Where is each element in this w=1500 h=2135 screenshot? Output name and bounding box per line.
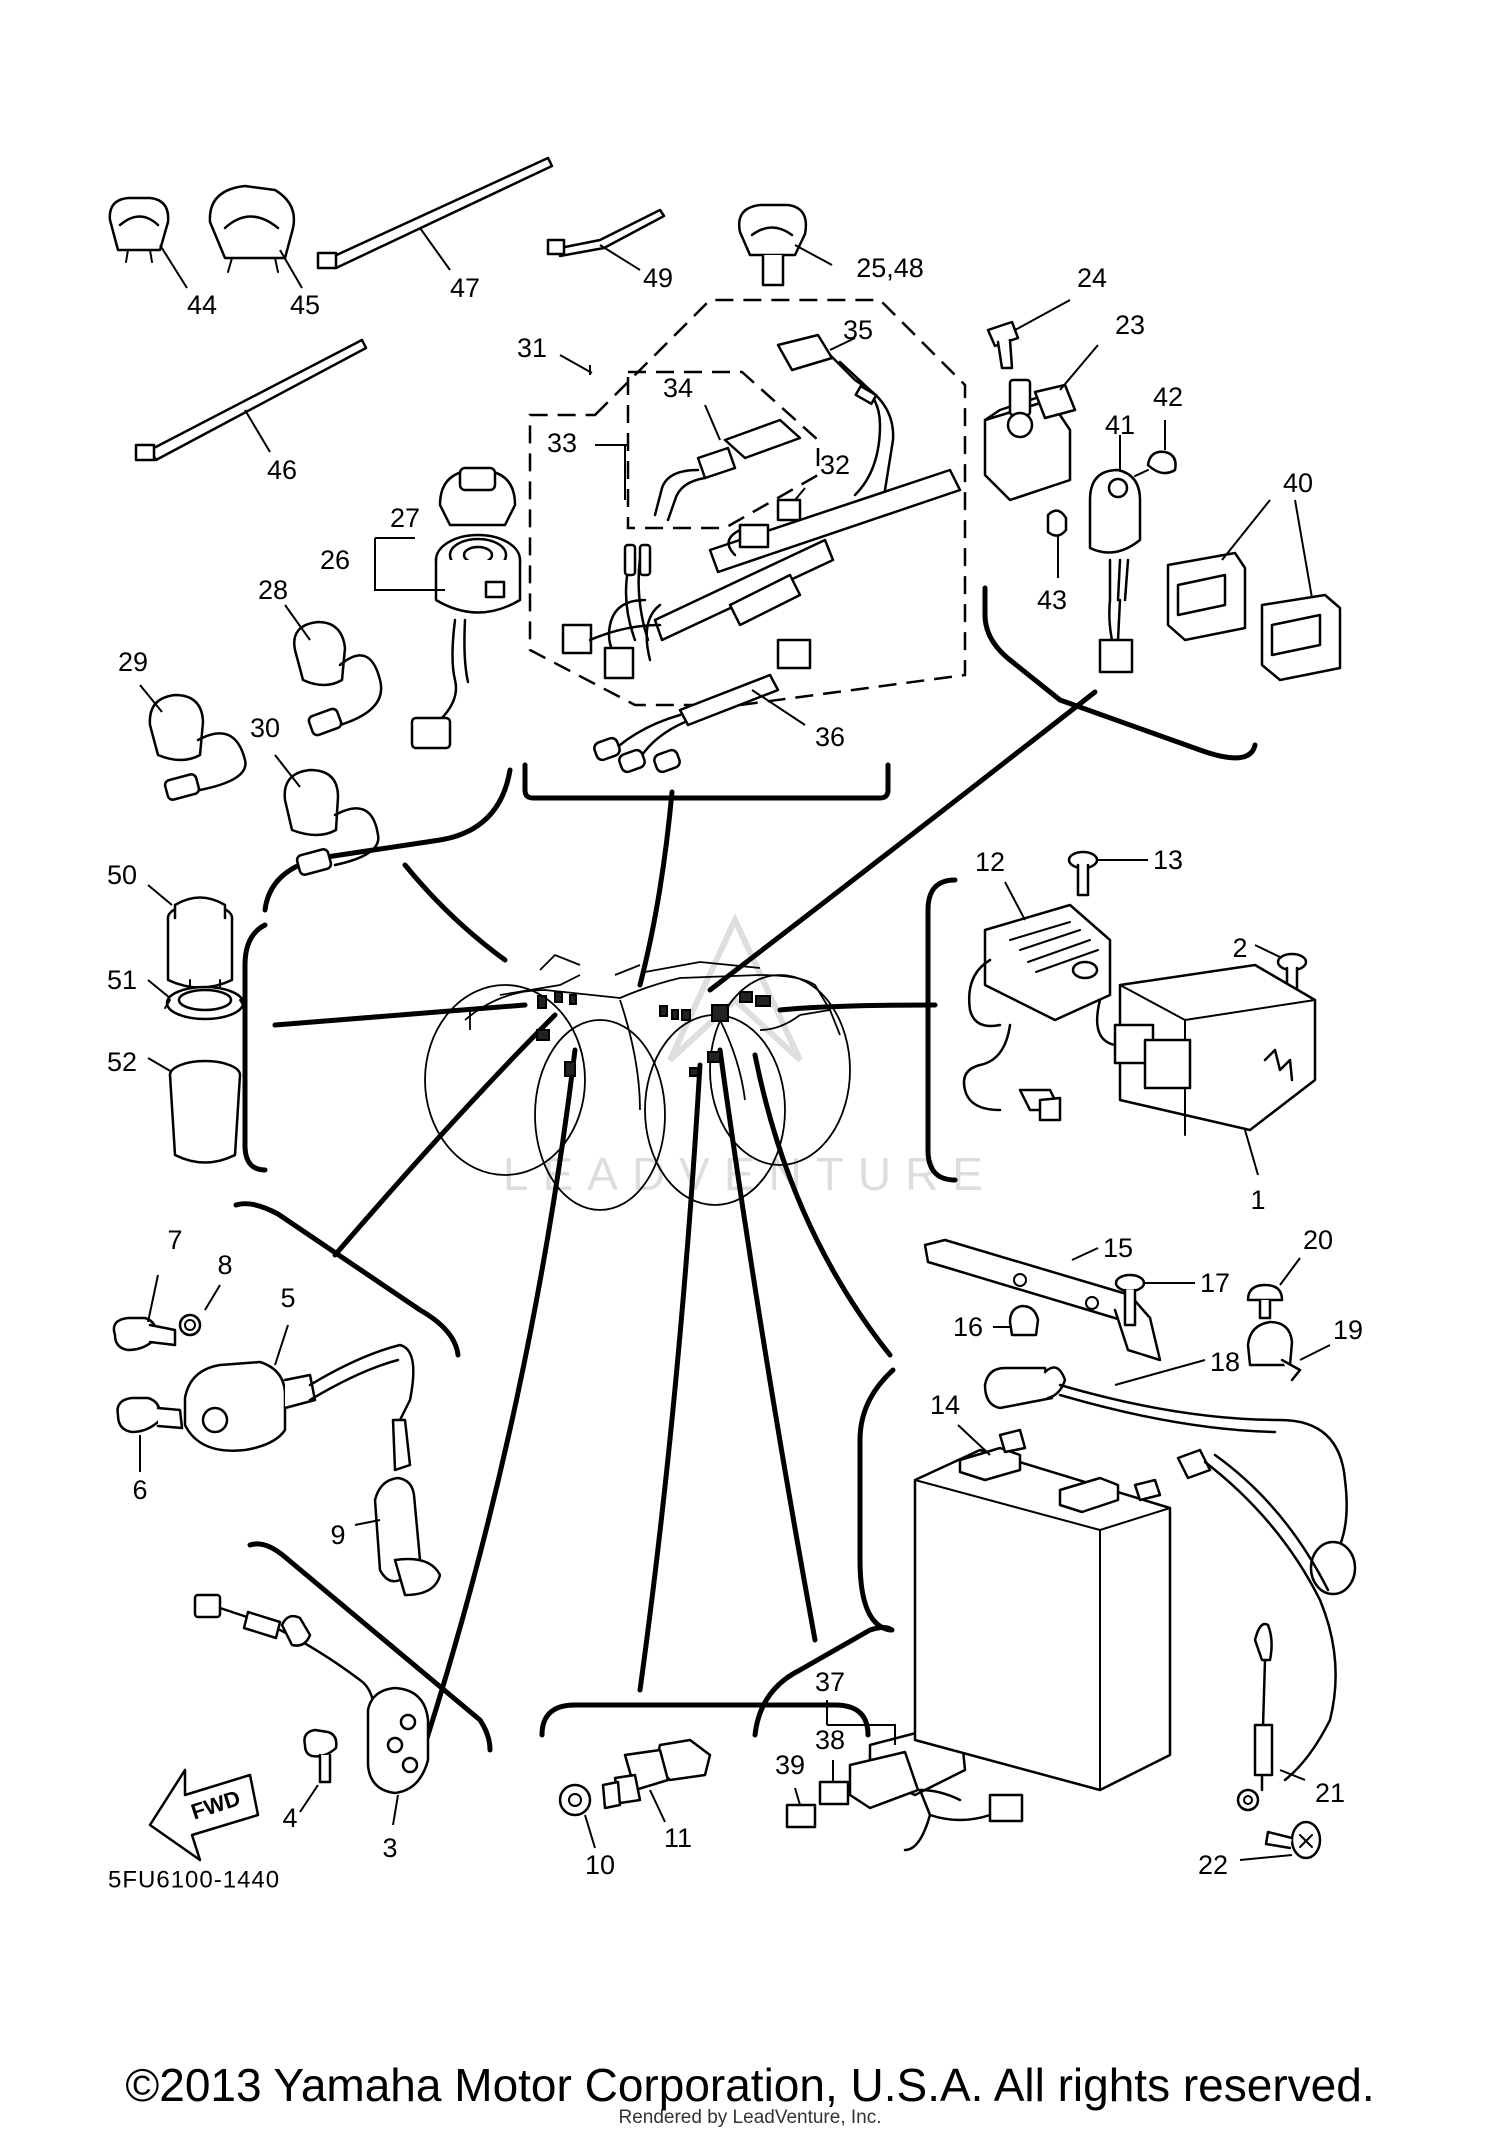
- callout-41: 41: [1105, 410, 1135, 440]
- callout-15: 15: [1103, 1233, 1133, 1263]
- callout-52: 52: [107, 1047, 137, 1077]
- coupler-40: [1166, 499, 1342, 682]
- rectifier-12: [962, 881, 1112, 1122]
- main-switch: [374, 466, 522, 750]
- callout-35: 35: [843, 315, 873, 345]
- ignition-coil: [112, 1274, 442, 1597]
- callout-31: 31: [517, 333, 547, 363]
- cdi-unit-1: [1095, 963, 1317, 1176]
- relay-41: [1088, 435, 1142, 674]
- cable-band-49: [546, 208, 666, 271]
- callout-10: 10: [585, 1850, 615, 1880]
- cap-30: [274, 754, 380, 876]
- callout-51: 51: [107, 965, 137, 995]
- cable-band-46: [134, 338, 368, 462]
- switch-11: [558, 1738, 712, 1849]
- callout-44: 44: [187, 290, 217, 320]
- callout-40: 40: [1283, 468, 1313, 498]
- watermark-text: LEADVENTURE: [503, 1148, 997, 1200]
- callout-39: 39: [775, 1750, 805, 1780]
- callout-42: 42: [1153, 382, 1183, 412]
- cable-21: [1176, 1448, 1337, 1812]
- callout-2: 2: [1232, 933, 1247, 963]
- callout-13: 13: [1153, 845, 1183, 875]
- callout-7: 7: [167, 1225, 182, 1255]
- callout-labels: 1 2 3 4 5 6 7 8 9 10 11 12 13 14 15 16 1…: [107, 253, 1363, 1880]
- callout-33: 33: [547, 428, 577, 458]
- callout-21: 21: [1315, 1778, 1345, 1808]
- callout-25-48: 25,48: [856, 253, 924, 283]
- callout-14: 14: [930, 1390, 960, 1420]
- cap-28: [284, 604, 383, 737]
- socket-50: [147, 884, 234, 989]
- fwd-arrow: FWD: [148, 1768, 260, 1862]
- callout-29: 29: [118, 647, 148, 677]
- callout-17: 17: [1200, 1268, 1230, 1298]
- wire-harness-group: [528, 298, 967, 774]
- callout-3: 3: [382, 1833, 397, 1863]
- battery-bracket-15: [923, 1238, 1162, 1362]
- callout-4: 4: [282, 1803, 297, 1833]
- cap-29: [139, 684, 247, 801]
- atv-parts-markers: [536, 991, 771, 1077]
- callout-38: 38: [815, 1725, 845, 1755]
- callout-27: 27: [390, 503, 420, 533]
- callout-9: 9: [330, 1520, 345, 1550]
- callout-18: 18: [1210, 1347, 1240, 1377]
- rivet-20: [1246, 1257, 1301, 1320]
- callout-34: 34: [663, 373, 693, 403]
- callout-49: 49: [643, 263, 673, 293]
- callout-16: 16: [953, 1312, 983, 1342]
- clamp-45: [208, 184, 303, 289]
- callout-28: 28: [258, 575, 288, 605]
- callout-1: 1: [1250, 1185, 1265, 1215]
- callout-22: 22: [1198, 1850, 1228, 1880]
- clamp-25-48: [737, 203, 833, 287]
- callout-24: 24: [1077, 263, 1107, 293]
- atv-silhouette: [424, 953, 851, 1211]
- sensor-3: [193, 1593, 430, 1826]
- callout-8: 8: [217, 1250, 232, 1280]
- bolt-42: [1134, 420, 1177, 477]
- starter-relay: [983, 299, 1099, 502]
- callout-20: 20: [1303, 1225, 1333, 1255]
- callout-47: 47: [450, 273, 480, 303]
- callout-46: 46: [267, 455, 297, 485]
- rendered-by-notice: Rendered by LeadVenture, Inc.: [618, 2107, 882, 2128]
- callout-26: 26: [320, 545, 350, 575]
- watermark: LEADVENTURE: [503, 912, 997, 1200]
- clip-43: [1046, 509, 1068, 578]
- callout-11: 11: [664, 1823, 692, 1853]
- holder-19: [1246, 1320, 1331, 1382]
- callout-32: 32: [820, 450, 850, 480]
- screw-13: [1067, 850, 1148, 897]
- ring-51: [147, 979, 246, 1021]
- cup-52: [147, 1057, 242, 1164]
- cushion-16: [993, 1304, 1040, 1337]
- callout-12: 12: [975, 847, 1005, 877]
- part-code: 5FU6100-1440: [108, 1867, 280, 1894]
- cable-band-47: [316, 156, 554, 271]
- callout-23: 23: [1115, 310, 1145, 340]
- callout-45: 45: [290, 290, 320, 320]
- bolt-22: [1239, 1820, 1322, 1861]
- bolt-17: [1114, 1273, 1195, 1327]
- copyright-notice: ©2013 Yamaha Motor Corporation, U.S.A. A…: [125, 2059, 1375, 2111]
- callout-30: 30: [250, 713, 280, 743]
- callout-50: 50: [107, 860, 137, 890]
- battery-14: [913, 1424, 1172, 1792]
- group-brackets: [233, 585, 1258, 1753]
- callout-19: 19: [1333, 1315, 1363, 1345]
- callout-36: 36: [815, 722, 845, 752]
- callout-37: 37: [815, 1667, 845, 1697]
- callout-5: 5: [280, 1283, 295, 1313]
- callout-6: 6: [132, 1475, 147, 1505]
- clamp-44: [108, 196, 188, 289]
- group-pointers: [272, 689, 1098, 1763]
- callout-43: 43: [1037, 585, 1067, 615]
